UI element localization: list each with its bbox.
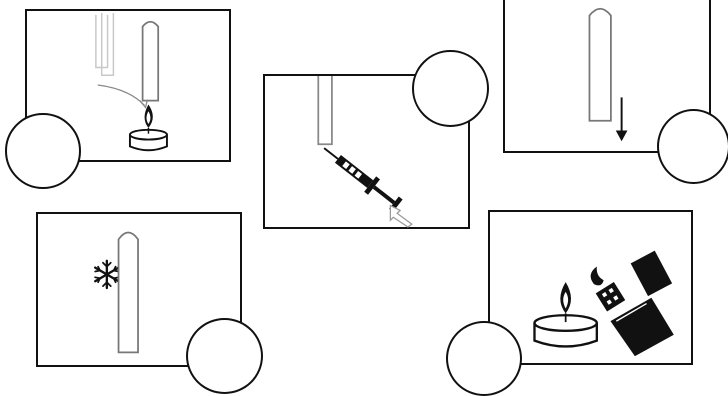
panel-heat-tube-drawing	[95, 12, 168, 152]
tealight-candle-icon	[128, 127, 168, 152]
lighter-icon	[590, 250, 674, 357]
panel-heat-sources-drawing	[533, 250, 674, 357]
syringe-icon	[323, 147, 403, 212]
test-tube-icon	[317, 76, 333, 146]
flame-icon	[144, 104, 153, 128]
test-tube-icon	[117, 231, 139, 354]
step-marker-2	[412, 50, 489, 127]
step-marker-4	[186, 318, 263, 394]
panel-heat-sources	[488, 210, 693, 365]
test-tube-icon	[141, 20, 160, 102]
step-marker-1	[5, 113, 81, 189]
push-arrow-icon	[389, 204, 413, 228]
snowflake-icon	[93, 259, 120, 290]
arrow-down-icon	[615, 97, 628, 142]
panel-lower-tube-drawing	[588, 7, 628, 142]
test-tube-icon	[588, 7, 612, 122]
step-marker-5	[446, 321, 522, 396]
ghost-tube-icon	[95, 12, 115, 77]
panel-inject-tube-drawing	[317, 76, 413, 228]
step-marker-3	[657, 109, 728, 184]
tealight-candle-icon	[533, 313, 599, 348]
panel-cool-tube-drawing	[93, 231, 139, 354]
curved-arrow-icon	[97, 84, 146, 106]
flame-icon	[560, 282, 572, 314]
